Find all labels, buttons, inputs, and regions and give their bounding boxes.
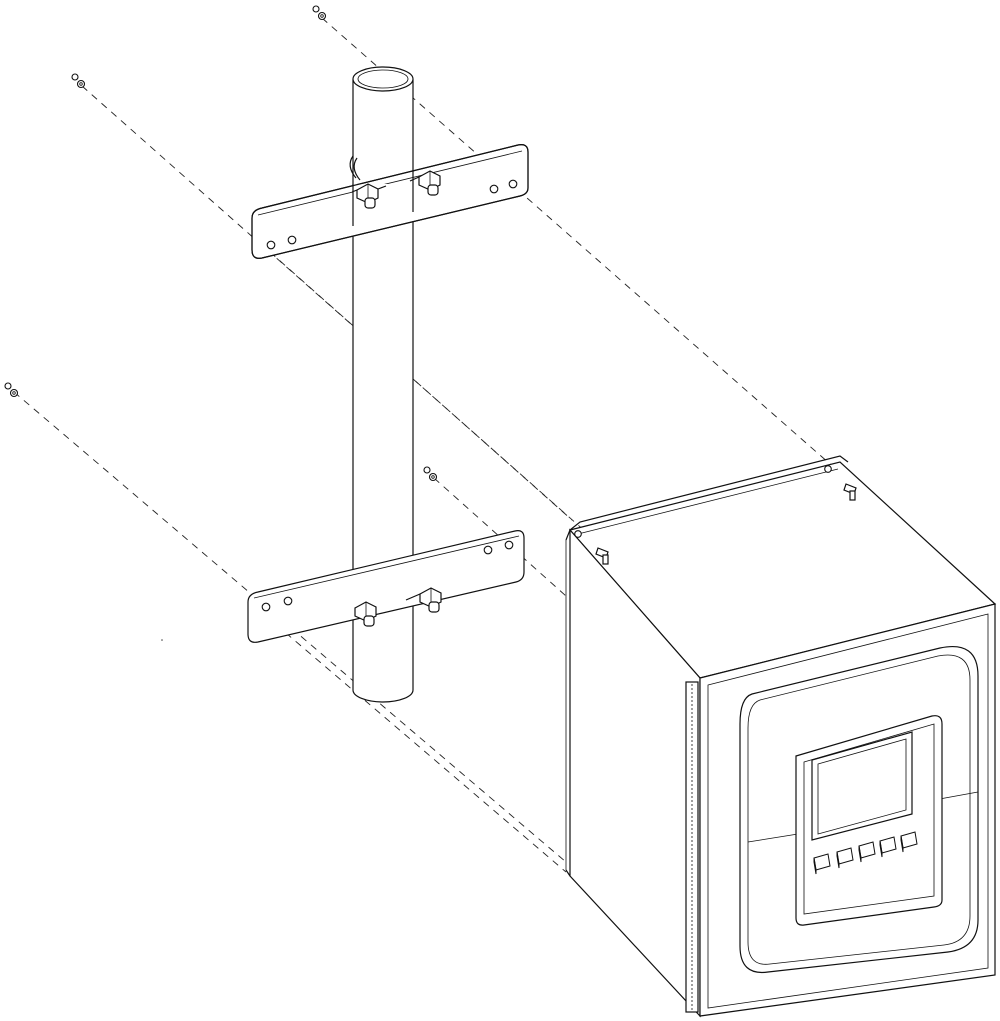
keypad-button-5[interactable] (900, 831, 918, 853)
wing-nut (351, 183, 387, 209)
bracket-hole (266, 240, 276, 250)
upper-mounting-bracket (251, 144, 529, 259)
u-bolt-clamp-upper (349, 155, 361, 181)
bracket-hole (283, 596, 293, 606)
wing-nut (409, 170, 441, 196)
bracket-hole (287, 235, 297, 245)
bracket-hole (261, 602, 271, 612)
keypad (813, 831, 918, 875)
washer-nut-lower-left (4, 382, 19, 398)
bracket-hole (504, 540, 514, 550)
bracket-hole (483, 545, 493, 555)
mounting-pipe (352, 66, 414, 703)
stray-mark (161, 639, 163, 641)
display-window (811, 731, 913, 841)
keypad-button-3[interactable] (858, 841, 876, 863)
guide-line-lower-left (13, 391, 567, 863)
mounting-screw (843, 483, 857, 501)
wing-nut (405, 587, 442, 613)
guide-line-lower-bracket (265, 615, 567, 873)
keypad-button-1[interactable] (813, 853, 831, 875)
bracket-hole (489, 184, 499, 194)
guide-line-upper-bracket-left (269, 251, 573, 521)
keypad-button-2[interactable] (836, 847, 854, 869)
lower-mounting-bracket (247, 530, 525, 643)
washer-nut-mid (423, 466, 438, 482)
bracket-hole (508, 179, 518, 189)
washer-nut-upper-left (71, 73, 86, 89)
wing-nut (354, 601, 377, 627)
washer-nut-top (312, 5, 327, 21)
keypad-button-4[interactable] (879, 836, 897, 858)
guide-line-mid (433, 477, 567, 597)
mounting-screw (595, 547, 609, 565)
assembly-guide-lines (13, 17, 847, 873)
enclosure-mount-hole (824, 465, 832, 473)
enclosure-mount-hole (574, 530, 582, 538)
